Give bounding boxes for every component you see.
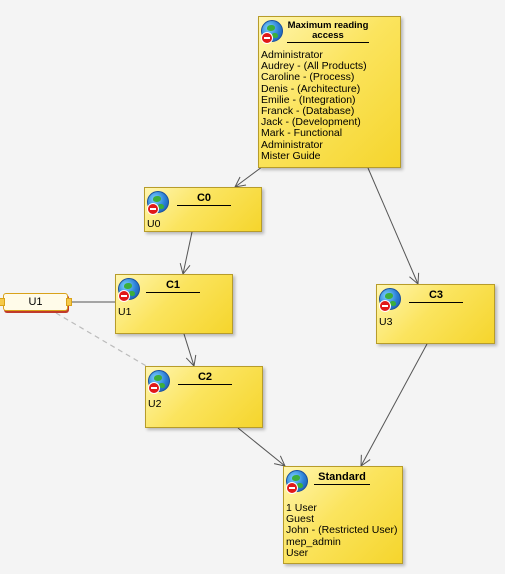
no-entry-icon [148, 382, 160, 394]
node-title: Maximum reading access [287, 20, 369, 43]
node-c3[interactable]: C3 U3 [376, 284, 495, 344]
member-list: U1 [118, 306, 132, 318]
member-item[interactable]: Mark - Functional Administrator [261, 127, 343, 151]
member-list: U2 [148, 398, 162, 410]
edge-c1-to-c2[interactable] [183, 333, 194, 366]
member-item[interactable]: 1 User [286, 502, 317, 514]
edge-max-to-c3[interactable] [367, 167, 418, 284]
member-item[interactable]: mep_admin [286, 535, 341, 548]
edge-c0-to-c1[interactable] [183, 231, 193, 274]
member-list: 1 User Guest John - (Restricted User) me… [286, 502, 398, 559]
member-item[interactable]: U1 [118, 306, 132, 318]
node-c2[interactable]: C2 U2 [145, 366, 263, 428]
node-title: C2 [178, 371, 232, 385]
node-title: C0 [177, 192, 231, 206]
no-entry-icon [261, 32, 273, 44]
member-item[interactable]: Guest [286, 513, 315, 526]
user-tag[interactable]: U1 [0, 293, 72, 311]
node-title: C3 [409, 289, 463, 303]
no-entry-icon [379, 300, 391, 312]
member-list: U3 [379, 316, 393, 328]
user-tag-label: U1 [28, 296, 43, 308]
member-list: Administrator Audrey - (All Products) Ca… [261, 49, 400, 162]
node-maximum-reading-access[interactable]: Maximum reading access Administrator Aud… [258, 16, 401, 168]
node-c1[interactable]: C1 U1 [115, 274, 233, 334]
member-list: U0 [147, 218, 161, 230]
member-item[interactable]: User [286, 546, 309, 559]
node-standard[interactable]: Standard 1 User Guest John - (Restricted… [283, 466, 403, 564]
member-item[interactable]: Emilie - (Integration) [261, 93, 356, 106]
node-c0[interactable]: C0 U0 [144, 187, 262, 232]
no-entry-icon [286, 482, 298, 494]
member-item[interactable]: Jack - (Development) [261, 116, 361, 129]
no-entry-icon [118, 290, 130, 302]
member-item[interactable]: U3 [379, 316, 393, 328]
node-title: C1 [146, 279, 200, 293]
member-item[interactable]: Caroline - (Process) [261, 71, 355, 84]
node-title: Standard [314, 471, 370, 485]
edge-c3-to-standard[interactable] [361, 343, 428, 466]
member-item[interactable]: Denis - (Architecture) [261, 82, 361, 95]
member-item[interactable]: John - (Restricted User) [286, 524, 398, 537]
member-item[interactable]: U0 [147, 218, 161, 230]
member-item[interactable]: Audrey - (All Products) [261, 60, 367, 73]
member-item[interactable]: Mister Guide [261, 149, 321, 162]
no-entry-icon [147, 203, 159, 215]
member-item[interactable]: U2 [148, 398, 162, 410]
member-item[interactable]: Franck - (Database) [261, 105, 355, 118]
edge-c2-to-standard[interactable] [237, 427, 285, 466]
member-item[interactable]: Administrator [261, 49, 323, 61]
